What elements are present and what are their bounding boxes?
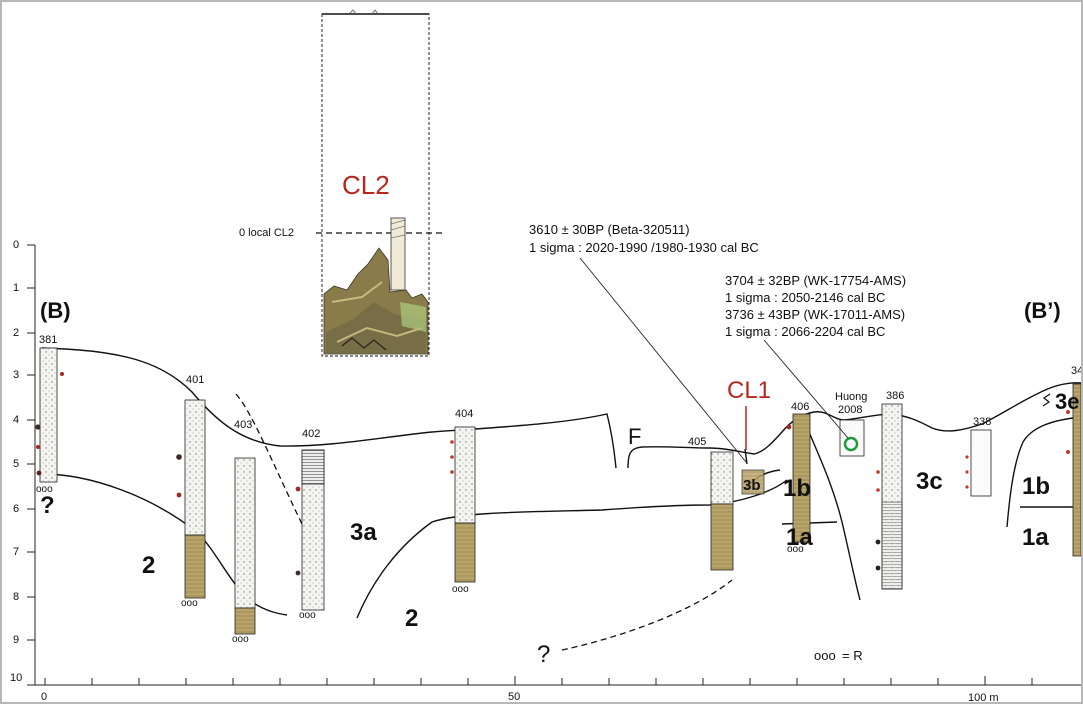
unit-label: 1b (783, 475, 811, 502)
core-label: 403 (234, 419, 252, 431)
section-end-label: (B’) (1024, 298, 1061, 323)
wk-date-annotation: 3704 ± 32BP (WK-17754-AMS) 1 sigma : 205… (725, 273, 906, 339)
depth-tick-label: 4 (13, 414, 19, 426)
beta-date-line2: 1 sigma : 2020-1990 /1980-1930 cal BC (529, 240, 759, 255)
distance-axis: 0 50 100 m (35, 676, 1081, 702)
depth-tick-label: 7 (13, 546, 19, 558)
legend-symbol: ooo (814, 648, 836, 663)
depth-tick-label: 3 (13, 369, 19, 381)
core-label: 338 (973, 416, 991, 428)
depth-tick-label: 6 (13, 503, 19, 515)
wk-date-line4: 1 sigma : 2066-2204 cal BC (725, 324, 885, 339)
beta-date-line1: 3610 ± 30BP (Beta-320511) (529, 222, 690, 237)
cl2-core-column (391, 218, 405, 290)
wk-date-line2: 1 sigma : 2050-2146 cal BC (725, 290, 885, 305)
distance-tick-label: 50 (508, 691, 520, 702)
huong-core-name: Huong (835, 391, 867, 403)
cl2-title: CL2 (342, 170, 390, 200)
cl2-inset: CL2 0 local CL2 (239, 10, 442, 356)
depth-tick-label: 8 (13, 591, 19, 603)
fault-label: F (628, 424, 641, 449)
unit-label: 3e (1055, 389, 1079, 414)
depth-tick-label: 5 (13, 458, 19, 470)
core-column-401 (185, 400, 205, 535)
uncertain-mark: ? (537, 641, 550, 668)
wk-date-line3: 3736 ± 43BP (WK-17011-AMS) (725, 307, 905, 322)
svg-text:ooo: ooo (452, 584, 469, 595)
core-column-403-sand (235, 608, 255, 634)
unit-label: 3b (743, 477, 761, 494)
svg-text:ooo: ooo (299, 610, 316, 621)
unit-label: 1a (786, 524, 813, 551)
core-label: 34 (1071, 365, 1081, 377)
cl1-label: CL1 (727, 377, 771, 404)
unit-label: 3c (916, 468, 943, 495)
core-label: 406 (791, 401, 809, 413)
cl2-datum-label: 0 local CL2 (239, 227, 294, 239)
core-column-405 (711, 452, 733, 504)
core-label: 381 (39, 334, 57, 346)
depth-tick-label: 1 (13, 282, 19, 294)
legend-text: = R (842, 648, 863, 663)
core-label: 402 (302, 428, 320, 440)
svg-text:ooo: ooo (181, 598, 198, 609)
dashed-boundary-bottom (562, 580, 732, 650)
legend: ooo = R (814, 648, 863, 663)
core-column-403 (235, 458, 255, 608)
section-start-label: (B) (40, 298, 71, 323)
distance-tick-label: 0 (41, 691, 47, 702)
core-column-405-sand (711, 504, 733, 570)
core-label: 386 (886, 390, 904, 402)
fault-symbol (1043, 394, 1050, 406)
svg-text:ooo: ooo (232, 634, 249, 645)
core-label: 404 (455, 408, 473, 420)
uncertain-mark: ? (40, 492, 55, 519)
unit-label: 1b (1022, 473, 1050, 500)
depth-tick-label: 10 (10, 672, 22, 684)
core-column-404-sand (455, 523, 475, 582)
distance-tick-label: 100 m (968, 692, 999, 702)
wk-date-line1: 3704 ± 32BP (WK-17754-AMS) (725, 273, 906, 288)
core-label: 401 (186, 374, 204, 386)
unit-label: 1a (1022, 524, 1049, 551)
depth-tick-label: 9 (13, 634, 19, 646)
depth-tick-label: 0 (13, 239, 19, 251)
depth-tick-label: 2 (13, 327, 19, 339)
depth-axis: 0 1 2 3 4 5 6 7 8 9 10 (10, 239, 35, 685)
core-column-381 (40, 348, 57, 482)
unit-label: 2 (142, 552, 155, 579)
core-label: 405 (688, 436, 706, 448)
core-column-404 (455, 427, 475, 523)
beta-date-annotation: 3610 ± 30BP (Beta-320511) 1 sigma : 2020… (529, 222, 759, 255)
unit-label: 3a (350, 519, 377, 546)
huong-core-year: 2008 (838, 404, 862, 416)
unit-label: 2 (405, 605, 418, 632)
core-column-338 (971, 430, 991, 496)
core-column-401-sand (185, 535, 205, 598)
